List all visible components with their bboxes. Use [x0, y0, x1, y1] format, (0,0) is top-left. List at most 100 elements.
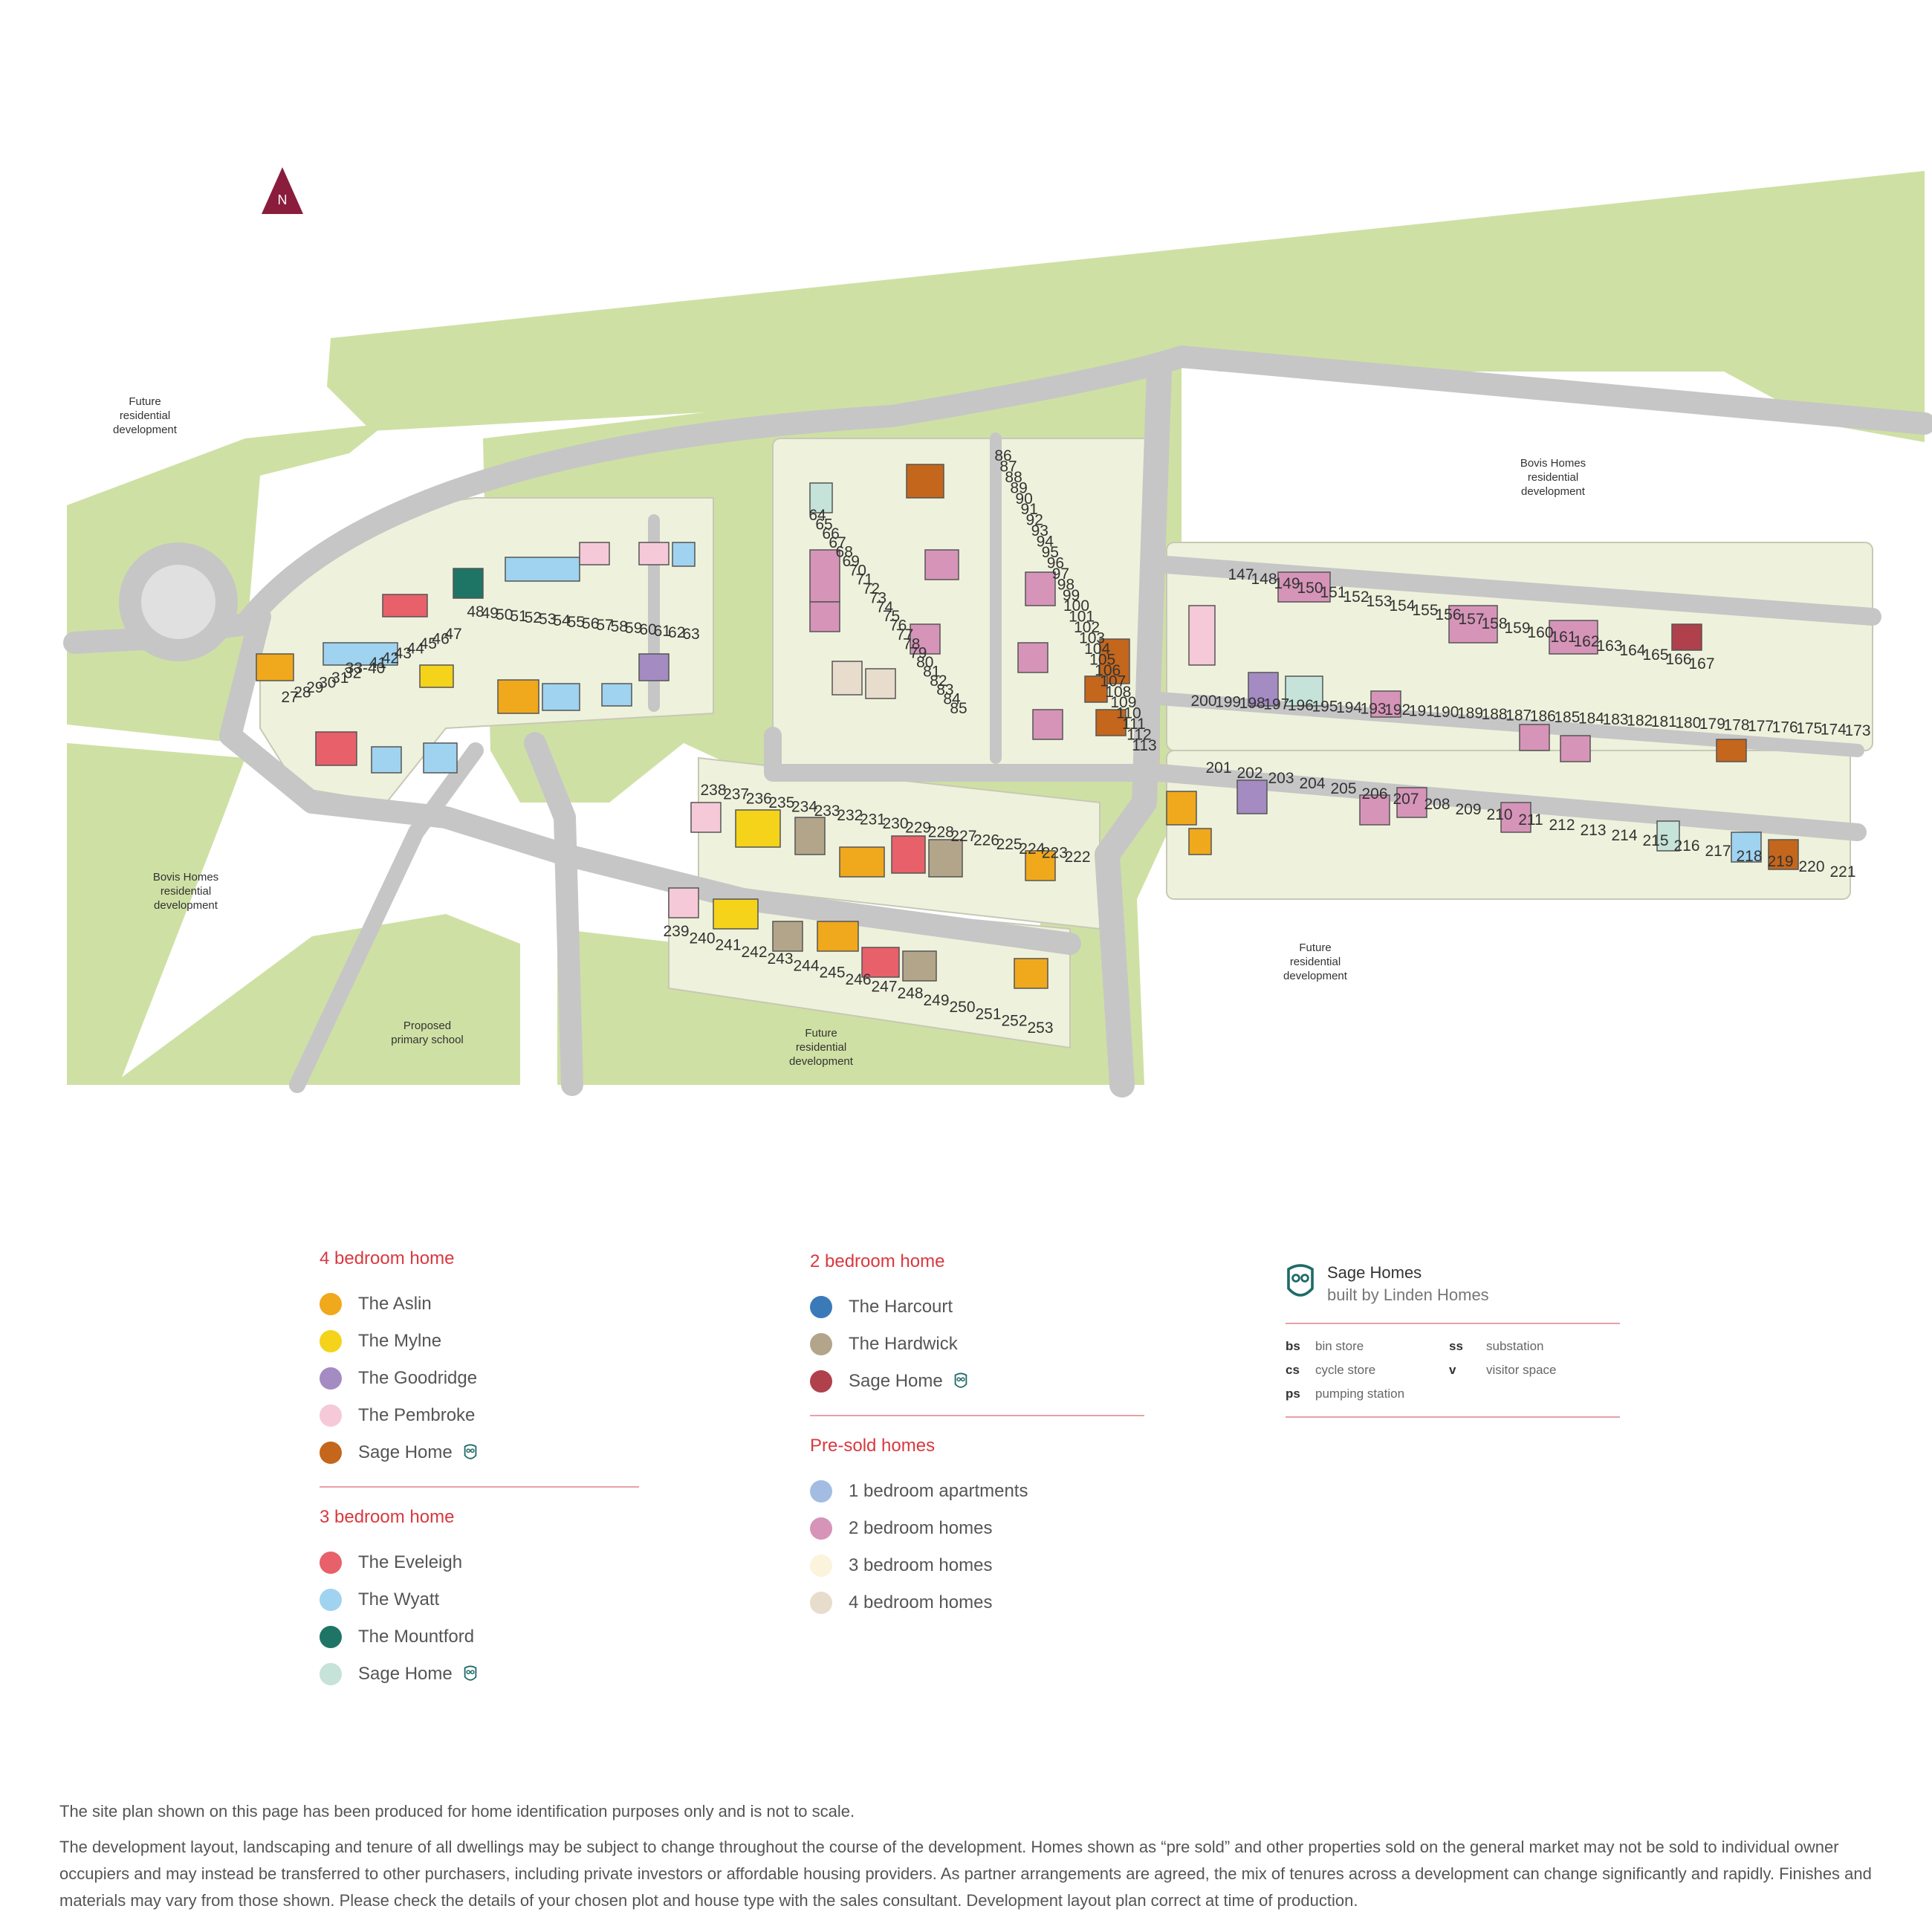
plot-number: 97 [1052, 565, 1069, 583]
legend-item: 3 bedroom homes [810, 1547, 1144, 1584]
plot-number: 27 [281, 689, 298, 706]
legend-label: The Wyatt [358, 1589, 440, 1610]
north-arrow: N [262, 167, 303, 214]
plot-number: 32 [344, 664, 361, 681]
plot-number: 100 [1063, 597, 1089, 615]
plot-number: 156 [1435, 606, 1461, 623]
legend-swatch [810, 1333, 832, 1355]
plot-number: 101 [1069, 609, 1095, 626]
plot-number: 220 [1798, 858, 1824, 875]
plot-number: 108 [1105, 684, 1131, 701]
legend-item: The Pembroke [320, 1397, 639, 1434]
plot-number: 55 [568, 614, 585, 631]
plot-number: 60 [639, 621, 656, 638]
plot-number: 209 [1455, 801, 1481, 818]
plot-number: 245 [819, 965, 845, 982]
plot-number: 49 [482, 605, 499, 622]
plot-number: 188 [1482, 706, 1508, 723]
plot-number: 192 [1384, 701, 1410, 719]
plot-number: 105 [1089, 651, 1115, 668]
legend-label: The Goodridge [358, 1368, 478, 1388]
legend-label: The Harcourt [849, 1297, 953, 1317]
plot-number: 216 [1673, 837, 1699, 855]
plot-number: 204 [1299, 775, 1325, 792]
plot-number: 218 [1736, 848, 1762, 865]
plot-number: 224 [1019, 840, 1045, 858]
legend-swatch [320, 1663, 342, 1685]
abbreviation-meaning: cycle store [1315, 1363, 1376, 1377]
plot-number: 179 [1699, 716, 1725, 733]
plot-number: 111 [1122, 716, 1146, 733]
plot-number: 242 [741, 944, 767, 961]
plot-number: 210 [1486, 806, 1512, 823]
plot-number: 63 [682, 626, 699, 643]
plot-number: 88 [1005, 469, 1022, 486]
plot-number: 53 [539, 611, 556, 628]
owl-icon [464, 1665, 477, 1681]
legend-item: Sage Home [810, 1363, 1144, 1400]
legend-swatch [320, 1330, 342, 1352]
plot-number: 241 [715, 937, 741, 954]
abbreviation-key-code: v [1449, 1363, 1456, 1377]
legend-swatch [810, 1517, 832, 1540]
legend-label: 1 bedroom apartments [849, 1481, 1028, 1501]
plot-number: 251 [975, 1005, 1001, 1022]
legend-item: The Eveleigh [320, 1544, 639, 1581]
legend-item: Sage Home [320, 1656, 639, 1693]
plot-number: 86 [994, 447, 1011, 464]
plot-number: 248 [897, 985, 923, 1002]
brand-divider [1286, 1323, 1620, 1324]
plot-number: 213 [1580, 822, 1606, 839]
legend-item: The Harcourt [810, 1288, 1144, 1326]
plot-number: 237 [723, 786, 749, 803]
legend-swatch [320, 1552, 342, 1574]
plot-number: 113 [1132, 737, 1156, 754]
plot-number: 107 [1100, 672, 1126, 690]
plot-number: 69 [843, 553, 860, 570]
plot-number: 78 [903, 635, 920, 652]
plot-number: 214 [1611, 827, 1637, 844]
legend-item: The Goodridge [320, 1360, 639, 1397]
plot-number: 189 [1457, 704, 1483, 722]
plot-number: 186 [1530, 708, 1556, 725]
plot-number: 180 [1675, 715, 1701, 732]
abbreviation-meaning: bin store [1315, 1339, 1364, 1353]
legend-item: The Aslin [320, 1286, 639, 1323]
plot-number: 91 [1021, 501, 1038, 518]
plot-number: 222 [1064, 849, 1090, 866]
plot-number: 56 [582, 615, 599, 632]
legend-swatch [320, 1293, 342, 1315]
plot-number: 89 [1010, 479, 1027, 496]
plot-number: 227 [950, 828, 976, 845]
plot-number: 85 [950, 700, 967, 717]
legend-heading-pre-sold: Pre-sold homes [810, 1436, 936, 1456]
legend-swatch [320, 1404, 342, 1427]
legend-label: The Mylne [358, 1331, 442, 1351]
plot-number: 187 [1505, 707, 1531, 724]
abbreviation-meaning: pumping station [1315, 1387, 1405, 1401]
plot-number: 165 [1642, 646, 1668, 664]
plot-number: 236 [746, 790, 772, 807]
legend-label: The Eveleigh [358, 1552, 463, 1572]
plot-number: 178 [1723, 717, 1749, 734]
roundabout-island [141, 565, 215, 639]
plot-number: 201 [1205, 759, 1231, 777]
plot-number: 206 [1361, 785, 1387, 803]
plot-number: 80 [916, 654, 933, 671]
plot-number: 173 [1844, 722, 1870, 739]
legend-swatch [320, 1367, 342, 1390]
owl-icon [464, 1444, 477, 1459]
abbreviation-key-code: ps [1286, 1387, 1300, 1401]
plot-number: 162 [1573, 633, 1599, 650]
plot-number: 47 [444, 626, 461, 643]
plot-number: 252 [1001, 1013, 1027, 1030]
legend-label: 4 bedroom homes [849, 1592, 993, 1612]
legend-item: Sage Home [320, 1434, 639, 1471]
